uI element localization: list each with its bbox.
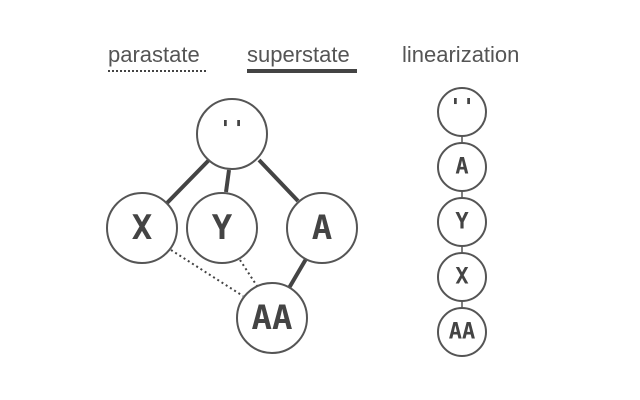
linearization-node-5-label: AA: [449, 320, 476, 345]
lattice-node-y: Y: [186, 192, 258, 264]
edge-y-aa: [239, 259, 258, 287]
edge-x-aa: [170, 249, 244, 297]
linearization-node-2: A: [437, 142, 487, 192]
lattice-node-empty: '': [196, 98, 268, 170]
linearization-node-1: '': [437, 87, 487, 137]
linearization-node-3: Y: [437, 197, 487, 247]
edge-top-a: [257, 158, 300, 203]
linearization-node-3-label: Y: [455, 210, 469, 235]
lattice-node-a: A: [286, 192, 358, 264]
edge-top-x: [165, 158, 211, 205]
edge-a-aa: [287, 257, 308, 290]
linearization-node-5: AA: [437, 307, 487, 357]
linearization-node-4: X: [437, 252, 487, 302]
lattice-node-x-label: X: [132, 208, 153, 248]
legend-linearization-label: linearization: [402, 42, 519, 67]
linearization-chain: '' A Y X AA: [437, 87, 487, 357]
legend-superstate-label: superstate: [247, 42, 350, 67]
lattice-node-aa: AA: [236, 282, 308, 354]
lattice-node-aa-label: AA: [252, 298, 293, 338]
edge-top-y: [224, 169, 231, 193]
lattice-nodes: '' X Y A AA: [106, 98, 358, 354]
linearization-node-2-label: A: [455, 155, 468, 180]
linearization-node-1-label: '': [449, 96, 476, 121]
lattice-node-empty-label: '': [219, 118, 246, 143]
lattice-node-x: X: [106, 192, 178, 264]
legend: parastate superstate linearization: [108, 42, 519, 73]
legend-parastate-label: parastate: [108, 42, 200, 67]
lattice-edges: [165, 158, 308, 297]
lattice-node-a-label: A: [312, 208, 332, 248]
linearization-node-4-label: X: [455, 265, 468, 290]
lattice-node-y-label: Y: [212, 208, 233, 248]
